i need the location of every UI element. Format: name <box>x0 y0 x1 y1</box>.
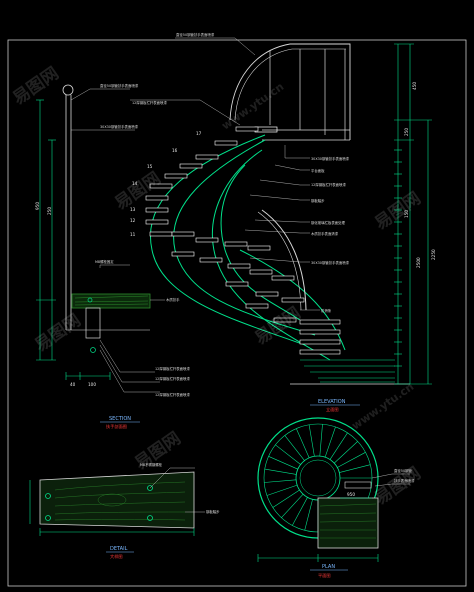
watermark-5: 易图网 <box>31 310 84 356</box>
label-r2: 平台面板 <box>311 168 325 173</box>
title-plan: PLAN <box>322 564 335 570</box>
subtitle-plan: 平面图 <box>318 573 331 579</box>
label-top-rail: 直径50钢管扶手表面喷漆 <box>176 32 215 37</box>
step-17: 17 <box>196 131 202 136</box>
elevation-view <box>145 43 410 385</box>
label-r7: 30X30钢管扶手表面喷漆 <box>311 260 350 265</box>
subtitle-elevation: 立面图 <box>326 406 339 413</box>
label-wood: 木质扶手 <box>166 297 180 302</box>
dim-left-part: 250 <box>47 207 52 215</box>
label-plan2: 扶手表面喷漆 <box>394 478 415 483</box>
step-13: 13 <box>130 207 136 212</box>
detail-view <box>29 467 205 536</box>
label-handrail-left: 直径50钢管扶手表面喷漆 <box>100 83 139 88</box>
top-guard-rail <box>229 43 351 140</box>
watermark-6: 易图网 <box>131 428 184 474</box>
dim-bottom-a: 40 <box>70 382 76 387</box>
watermark-2: 易图网 <box>111 168 164 214</box>
plan-tread-line <box>275 444 301 465</box>
plan-tread-line <box>281 493 304 518</box>
plan-tread-line <box>284 435 305 461</box>
step-11: 11 <box>130 232 136 237</box>
watermark-1: 易图网 <box>9 63 62 109</box>
dim-bottom-b: 100 <box>88 382 96 387</box>
dim-right-b: 2500 <box>416 257 421 268</box>
label-baluster: 12厚钢板栏杆表面喷漆 <box>132 100 167 105</box>
plan-tread-line <box>296 428 310 459</box>
plan-tread-line <box>272 489 300 508</box>
label-r8: 防滑条 <box>321 308 332 313</box>
label-r4: 钢板踏步 <box>311 198 325 203</box>
label-bottom1: 12厚钢板栏杆表面喷漆 <box>155 366 190 371</box>
plan-tread-line <box>264 479 297 483</box>
watermark-url-2: www.ytu.cn <box>349 380 416 432</box>
plan-tread-line <box>264 468 297 475</box>
handrail-top-knob <box>62 84 74 96</box>
plan-tread-line <box>329 432 348 460</box>
elevation-leaders <box>244 145 320 311</box>
step-15: 15 <box>147 164 153 169</box>
dim-right-unit: 150 <box>404 210 409 218</box>
plan-tread-line <box>308 424 315 457</box>
title-detail: DETAIL <box>110 546 128 552</box>
dim-left-total: 950 <box>35 202 40 210</box>
label-bracket: M8螺栓固定 <box>95 259 114 264</box>
plan-tread-line <box>292 497 308 526</box>
plan-tread-line <box>304 499 313 531</box>
plan-tread-line <box>337 452 366 468</box>
label-bottom2: 12厚钢板栏杆表面喷漆 <box>155 376 190 381</box>
right-dimensions <box>394 43 432 385</box>
dim-right-a: 250 <box>404 128 409 136</box>
title-section: SECTION <box>109 416 131 422</box>
plan-tread-line <box>266 484 298 496</box>
dim-plan: 950 <box>347 492 355 497</box>
title-elevation: ELEVATION <box>318 399 346 405</box>
label-detail-plate: 钢板踏步 <box>206 509 220 514</box>
plan-view <box>257 417 410 562</box>
step-16: 16 <box>172 148 178 153</box>
section-leaders <box>70 88 165 393</box>
plan-tread-line <box>319 424 323 457</box>
label-r1: 30X30钢管扶手表面喷漆 <box>311 156 350 161</box>
drawing-frame <box>7 39 467 587</box>
label-plan1: 直径50钢管 <box>394 468 412 473</box>
label-r3: 12厚钢板栏杆表面喷漆 <box>311 182 346 187</box>
label-tube: 30X30钢管扶手表面喷漆 <box>100 124 139 129</box>
watermarks: 易图网 易图网 易图网 易图网 易图网 易图网 易图网 www.ytu.cn w… <box>9 63 424 509</box>
label-bottom3: 12厚钢板栏杆表面喷漆 <box>155 392 190 397</box>
label-detail-bolt: M8不锈钢螺栓 <box>140 462 163 467</box>
plan-tread-line <box>333 441 358 464</box>
plan-tread-line <box>339 464 371 473</box>
plan-tread-line <box>324 426 336 458</box>
subtitle-section: 扶手剖面图 <box>106 423 127 430</box>
step-12: 12 <box>130 218 136 223</box>
subtitle-detail: 大样图 <box>110 553 123 560</box>
plan-landing <box>317 497 379 549</box>
section-view: 950 250 40 100 <box>35 84 151 387</box>
treads <box>145 126 341 355</box>
watermark-url-1: www.ytu.cn <box>219 80 286 132</box>
step-14: 14 <box>132 181 138 186</box>
label-r6: 木质扶手表面清漆 <box>311 231 339 236</box>
dim-right-total: 2250 <box>431 249 436 260</box>
dim-top: 450 <box>412 82 417 90</box>
plan-tread-line <box>268 456 299 470</box>
label-r5: 钢化玻璃栏板表面处理 <box>311 220 346 225</box>
bracket <box>85 307 101 339</box>
